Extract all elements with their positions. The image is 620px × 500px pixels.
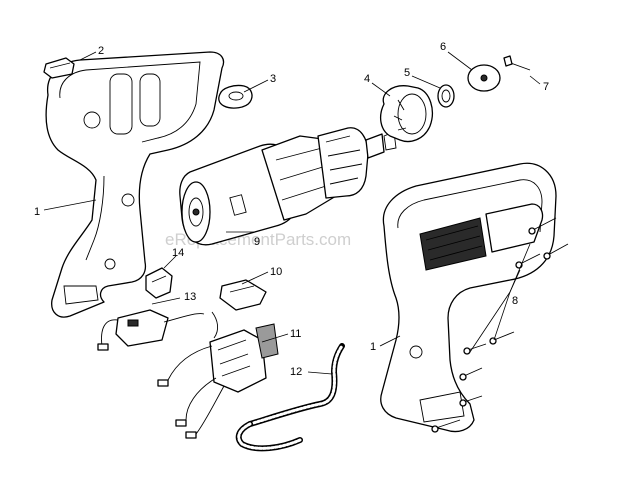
callout-1-right: 1 (370, 341, 376, 353)
callout-3: 3 (270, 73, 276, 85)
part-clutch-ring[interactable] (379, 85, 433, 143)
callout-7: 7 (543, 81, 549, 93)
part-left-housing[interactable] (45, 51, 225, 318)
callout-10: 10 (270, 266, 282, 278)
callout-2: 2 (98, 45, 104, 57)
part-terminal-plate-wires[interactable] (97, 309, 205, 351)
callout-12: 12 (290, 366, 302, 378)
part-direction-knob[interactable] (218, 84, 253, 109)
callout-1-left: 1 (34, 206, 40, 218)
part-trigger-switch[interactable] (157, 311, 279, 439)
callout-14: 14 (172, 247, 184, 259)
part-right-housing[interactable] (380, 162, 557, 433)
callout-9: 9 (254, 236, 260, 248)
part-screw-small[interactable] (503, 55, 531, 71)
callout-5: 5 (404, 67, 410, 79)
callout-6: 6 (440, 41, 446, 53)
part-washer[interactable] (467, 64, 501, 92)
part-terminal-block[interactable] (145, 267, 173, 299)
callout-13: 13 (184, 291, 196, 303)
part-slide-switch[interactable] (43, 57, 75, 79)
part-o-ring[interactable] (437, 84, 455, 108)
part-braided-cord[interactable] (235, 343, 345, 452)
part-contact-clip[interactable] (219, 279, 267, 311)
callout-8: 8 (512, 295, 518, 307)
part-motor-gearbox-assembly[interactable] (179, 127, 397, 246)
callout-11: 11 (290, 328, 301, 340)
leader-lines (43, 51, 541, 375)
callout-4: 4 (364, 73, 370, 85)
